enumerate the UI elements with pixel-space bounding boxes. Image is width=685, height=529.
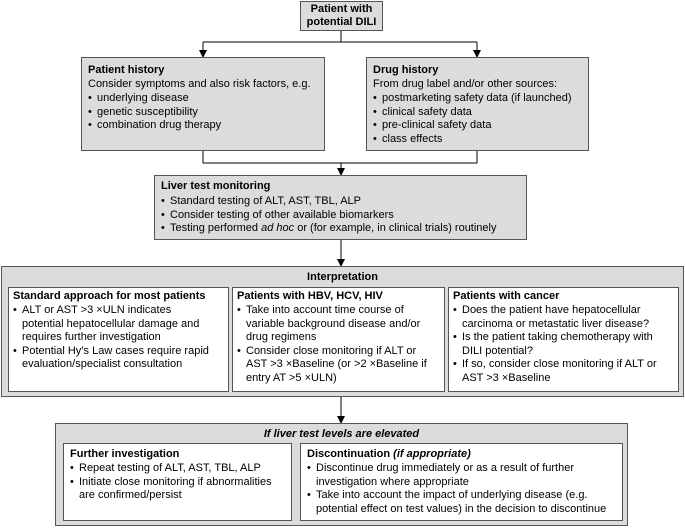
list-item: Take into account the impact of underlyi… <box>307 489 606 516</box>
line: DILI potential? <box>462 344 533 357</box>
line: carcinoma or metastatic liver disease? <box>462 317 650 330</box>
patient-history-list: underlying disease genetic susceptibilit… <box>88 92 221 133</box>
discontinuation-title-row: Discontinuation (if appropriate) <box>307 448 471 462</box>
list-item: combination drug therapy <box>88 119 221 133</box>
drug-history-box: Drug history From drug label and/or othe… <box>366 57 589 151</box>
discontinuation-note: (if appropriate) <box>393 448 471 460</box>
line: Take into account time course of <box>246 304 404 316</box>
line: ALT or AST >3 ×ULN indicates <box>22 304 172 316</box>
list-item: Take into account time course of variabl… <box>237 304 427 345</box>
list-item: Initiate close monitoring if abnormaliti… <box>70 476 272 503</box>
item-text: Testing performed <box>170 222 262 235</box>
line: If so, consider close monitoring if ALT … <box>462 358 657 371</box>
line: Repeat testing of ALT, AST, TBL, ALP <box>79 462 261 474</box>
line: requires further investigation <box>22 331 161 344</box>
hbv-hcv-hiv-title: Patients with HBV, HCV, HIV <box>237 290 383 302</box>
further-investigation-list: Repeat testing of ALT, AST, TBL, ALP Ini… <box>70 462 272 503</box>
standard-approach-list: ALT or AST >3 ×ULN indicates potential h… <box>13 304 209 372</box>
discontinuation-panel: Discontinuation (if appropriate) Discont… <box>300 443 623 521</box>
hbv-hcv-hiv-list: Take into account time course of variabl… <box>237 304 427 386</box>
liver-monitoring-title: Liver test monitoring <box>161 180 271 192</box>
cancer-panel: Patients with cancer Does the patient ha… <box>448 287 679 392</box>
list-item: postmarketing safety data (if launched) <box>373 92 572 106</box>
patient-history-intro: Consider symptoms and also risk factors,… <box>88 78 311 90</box>
further-investigation-title: Further investigation <box>70 448 180 460</box>
cancer-title: Patients with cancer <box>453 290 560 302</box>
line: Initiate close monitoring if abnormaliti… <box>79 475 272 488</box>
line: Discontinue drug immediately or as a res… <box>316 462 575 474</box>
list-item: Discontinue drug immediately or as a res… <box>307 462 606 489</box>
line: entry AT >5 ×ULN) <box>246 371 337 384</box>
elevated-title: If liver test levels are elevated <box>263 428 420 440</box>
start-box: Patient with potential DILI <box>300 1 383 31</box>
list-item: class effects <box>373 133 572 147</box>
line: variable background disease and/or <box>246 317 421 330</box>
drug-history-list: postmarketing safety data (if launched) … <box>373 92 572 146</box>
line: Consider close monitoring if ALT or <box>246 344 417 357</box>
discontinuation-title: Discontinuation <box>307 448 391 460</box>
list-item: ALT or AST >3 ×ULN indicates potential h… <box>13 304 209 345</box>
line: AST >3 ×Baseline <box>462 371 551 384</box>
cancer-list: Does the patient have hepatocellular car… <box>453 304 657 386</box>
line: AST >3 ×Baseline (or >2 ×Baseline if <box>246 358 427 371</box>
start-title: Patient with potential DILI <box>306 3 377 28</box>
line: Take into account the impact of underlyi… <box>316 489 588 502</box>
patient-history-box: Patient history Consider symptoms and al… <box>81 57 325 151</box>
interpretation-box: Interpretation Standard approach for mos… <box>1 266 684 397</box>
standard-approach-panel: Standard approach for most patients ALT … <box>8 287 229 392</box>
further-investigation-panel: Further investigation Repeat testing of … <box>63 443 292 521</box>
interpretation-title: Interpretation <box>307 271 378 283</box>
hbv-hcv-hiv-panel: Patients with HBV, HCV, HIV Take into ac… <box>232 287 445 392</box>
list-item: genetic susceptibility <box>88 106 221 120</box>
item-text: or (for example, in clinical trials) rou… <box>294 222 497 235</box>
standard-approach-title: Standard approach for most patients <box>13 290 206 302</box>
list-item: Does the patient have hepatocellular car… <box>453 304 657 331</box>
list-item: Consider testing of other available biom… <box>161 209 497 223</box>
liver-monitoring-list: Standard testing of ALT, AST, TBL, ALP C… <box>161 195 497 236</box>
line: drug regimens <box>246 331 317 344</box>
line: evaluation/specialist consultation <box>22 358 183 371</box>
drug-history-intro: From drug label and/or other sources: <box>373 78 558 90</box>
line: potential hepatocellular damage and <box>22 317 200 330</box>
list-item: Is the patient taking chemotherapy with … <box>453 331 657 358</box>
line: Potential Hy’s Law cases require rapid <box>22 344 209 357</box>
list-item: underlying disease <box>88 92 221 106</box>
list-item: clinical safety data <box>373 106 572 120</box>
line: investigation where appropriate <box>316 475 469 488</box>
elevated-box: If liver test levels are elevated Furthe… <box>55 423 628 526</box>
list-item: Standard testing of ALT, AST, TBL, ALP <box>161 195 497 209</box>
list-item: Testing performed ad hoc or (for example… <box>161 222 497 236</box>
list-item: Potential Hy’s Law cases require rapid e… <box>13 345 209 372</box>
list-item: If so, consider close monitoring if ALT … <box>453 358 657 385</box>
line: Is the patient taking chemotherapy with <box>462 331 653 344</box>
liver-monitoring-box: Liver test monitoring Standard testing o… <box>154 175 527 240</box>
drug-history-title: Drug history <box>373 64 439 76</box>
line: are confirmed/persist <box>79 489 182 502</box>
discontinuation-list: Discontinue drug immediately or as a res… <box>307 462 606 516</box>
list-item: Repeat testing of ALT, AST, TBL, ALP <box>70 462 272 476</box>
line: Does the patient have hepatocellular <box>462 304 641 316</box>
patient-history-title: Patient history <box>88 64 165 76</box>
list-item: pre-clinical safety data <box>373 119 572 133</box>
item-emphasis: ad hoc <box>261 222 295 235</box>
list-item: Consider close monitoring if ALT or AST … <box>237 345 427 386</box>
line: potential effect on test values) in the … <box>316 502 607 515</box>
